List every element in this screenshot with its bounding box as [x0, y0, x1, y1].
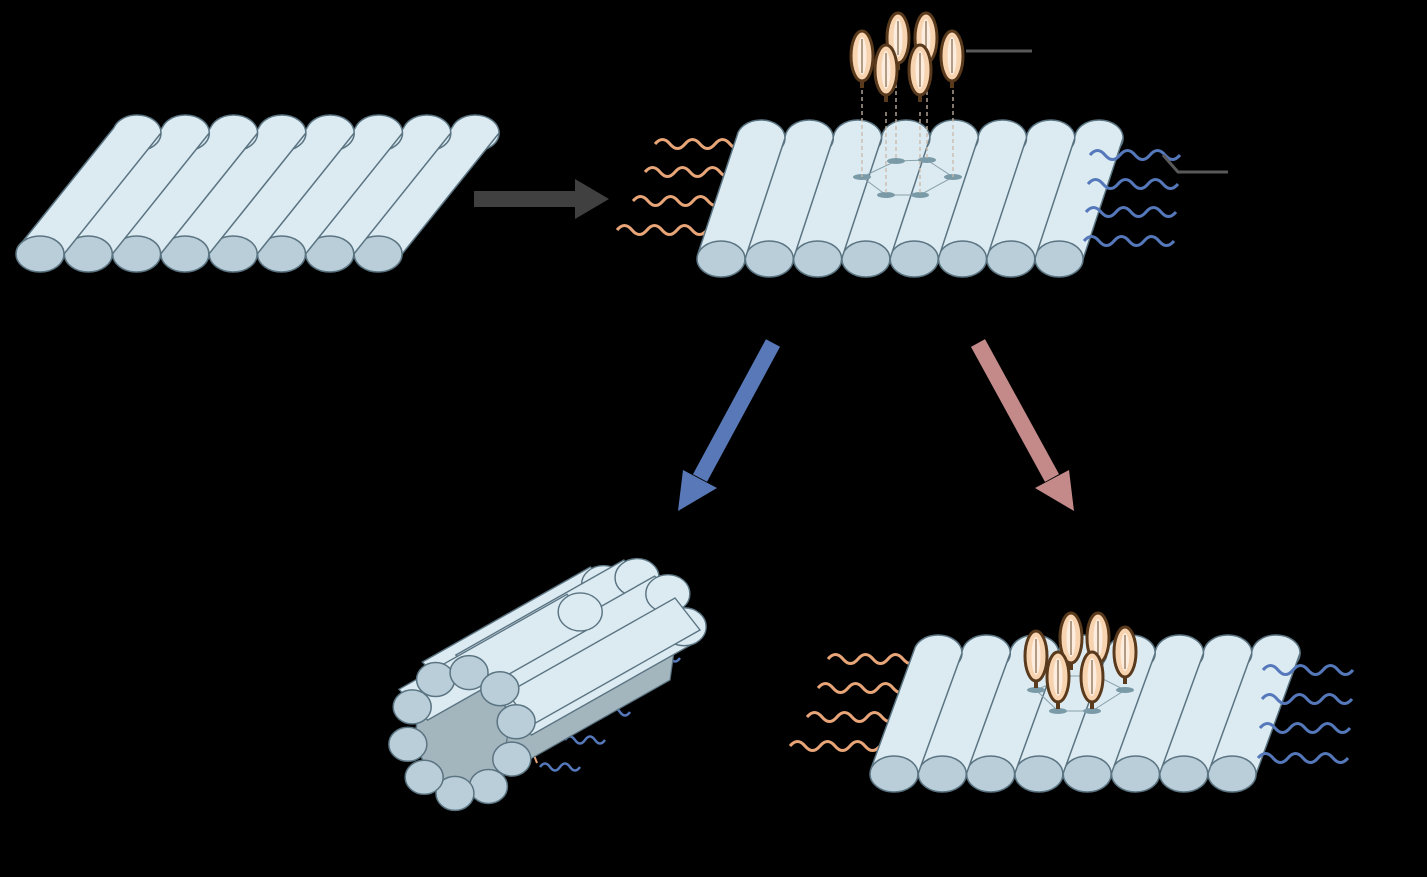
bundle-tube-back-cap — [557, 592, 603, 632]
tube — [917, 634, 1012, 793]
tube — [15, 114, 162, 273]
bundle-tube-cap — [388, 726, 428, 763]
bundle-tube-cap — [449, 654, 489, 691]
blue-chain — [538, 762, 582, 772]
tube-bundle — [388, 557, 707, 812]
down-left-arrow-icon — [678, 339, 781, 511]
tube — [792, 119, 883, 278]
right-arrow-icon — [474, 179, 609, 219]
bundle-tube-cap — [480, 670, 520, 707]
bundle-tube-cap — [415, 661, 456, 698]
rolled-tube-bundle — [388, 557, 707, 812]
tube — [696, 119, 786, 278]
bundle-tube-cap — [492, 741, 532, 777]
binding-site-group — [853, 70, 962, 198]
functionalized-tube-sheet — [615, 11, 1228, 278]
bound-particle-group — [1023, 611, 1138, 714]
bundle-tube-cap — [404, 759, 444, 796]
tube — [63, 114, 211, 273]
flat-tube-sheet — [15, 114, 500, 273]
tube — [986, 119, 1076, 278]
down-right-arrow-icon — [970, 339, 1074, 511]
tube — [869, 634, 963, 793]
bundle-tube-cap — [435, 775, 475, 812]
bundle-tube-cap — [496, 703, 536, 740]
chain-leader-line — [1161, 154, 1228, 174]
tube — [744, 119, 835, 278]
tube — [1159, 634, 1253, 793]
bundle-tube-cap — [468, 768, 509, 805]
blue-chain — [563, 735, 607, 745]
particle-bound-tube-sheet — [788, 611, 1355, 793]
tube — [1110, 634, 1205, 793]
tube — [1207, 634, 1301, 793]
particle-group — [849, 11, 965, 104]
bundle-tube-cap — [392, 689, 432, 725]
tube-sheet — [696, 119, 1124, 278]
